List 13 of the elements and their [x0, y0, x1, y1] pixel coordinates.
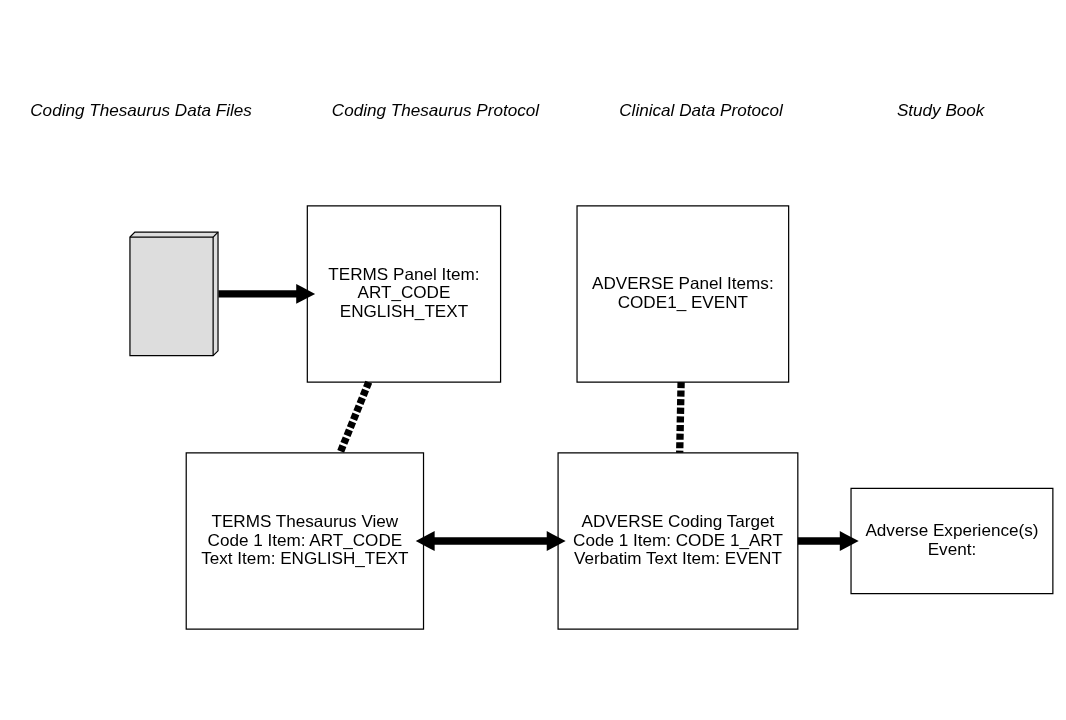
node-box: ADVERSE Panel Items: CODE1_ EVENT [576, 205, 790, 383]
label: Coding Thesaurus Data Files [30, 101, 252, 121]
node-box: TERMS Panel Item: ART_CODE ENGLISH_TEXT [306, 205, 502, 383]
connector [336, 380, 373, 455]
node-box: Adverse Experience(s) Event: [850, 487, 1054, 595]
arrow [797, 531, 859, 551]
node-box: TERMS Thesaurus View Code 1 Item: ART_CODE Text Item: ENGLISH_TEXT [185, 452, 425, 630]
label: Study Book [896, 101, 985, 121]
node-box: ADVERSE Coding Target Code 1 Item: CODE 1_ART Verbatim Text Item: EVENT [557, 452, 799, 630]
arrow [218, 284, 316, 304]
arrow [415, 531, 566, 551]
label: Coding Thesaurus Protocol [331, 101, 540, 121]
label: Clinical Data Protocol [619, 101, 783, 121]
